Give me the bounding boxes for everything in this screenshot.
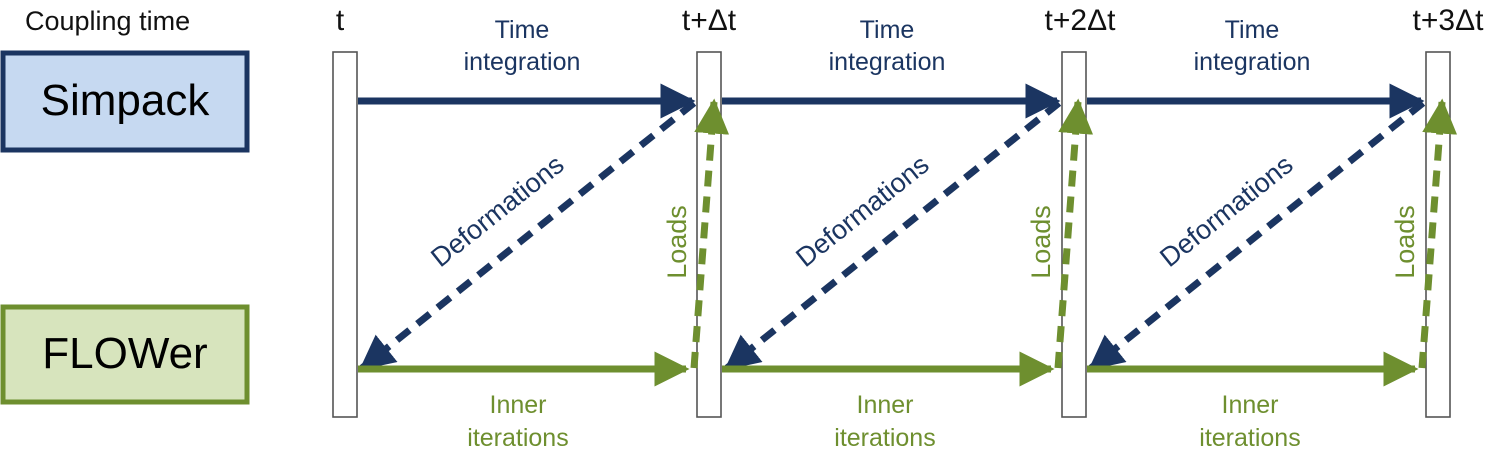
interval-2: Time integration Deformations Loads Inne… bbox=[1087, 16, 1458, 452]
time-step-bar-0 bbox=[332, 51, 358, 418]
time-integration-label-line2: integration bbox=[829, 48, 946, 76]
loads-label: Loads bbox=[662, 205, 692, 279]
deformations-arrow bbox=[724, 100, 1062, 371]
time-integration-label-line2: integration bbox=[464, 48, 581, 76]
simpack-label: Simpack bbox=[41, 76, 211, 125]
inner-iterations-label-line1: Inner bbox=[1222, 391, 1279, 419]
inner-iterations-label-line1: Inner bbox=[857, 391, 914, 419]
interval-0: Time integration Deformations Loads Inne… bbox=[358, 16, 730, 452]
deformations-label: Deformations bbox=[790, 149, 934, 273]
inner-iterations-label-line1: Inner bbox=[490, 391, 547, 419]
inner-iterations-label-line2: iterations bbox=[834, 424, 935, 452]
deformations-arrow bbox=[1088, 100, 1426, 371]
loads-arrow bbox=[1054, 98, 1094, 369]
time-integration-label-line1: Time bbox=[495, 16, 550, 44]
time-integration-label-line2: integration bbox=[1194, 48, 1311, 76]
loads-arrow bbox=[1418, 98, 1458, 369]
flower-label: FLOWer bbox=[42, 329, 207, 378]
time-integration-label-line1: Time bbox=[1225, 16, 1280, 44]
simpack-box: Simpack bbox=[0, 50, 250, 153]
loads-label: Loads bbox=[1390, 205, 1420, 279]
deformations-label: Deformations bbox=[1154, 149, 1298, 273]
loads-label: Loads bbox=[1026, 205, 1056, 279]
coupling-time-label: Coupling time bbox=[25, 6, 190, 36]
interval-1: Time integration Deformations Loads Inne… bbox=[722, 16, 1094, 452]
inner-iterations-label-line2: iterations bbox=[1199, 424, 1300, 452]
simpack-box-rect bbox=[0, 50, 250, 153]
flower-box: FLOWer bbox=[0, 304, 250, 405]
time-step-label-3: t+3Δt bbox=[1413, 4, 1485, 37]
time-step-label-2: t+2Δt bbox=[1045, 4, 1117, 37]
loads-arrow bbox=[690, 98, 730, 369]
time-step-label-1: t+Δt bbox=[682, 4, 737, 37]
flower-box-rect bbox=[0, 304, 250, 405]
deformations-arrow bbox=[359, 100, 697, 371]
deformations-label: Deformations bbox=[425, 149, 569, 273]
time-step-label-0: t bbox=[336, 4, 345, 37]
time-integration-label-line1: Time bbox=[860, 16, 915, 44]
inner-iterations-label-line2: iterations bbox=[467, 424, 568, 452]
